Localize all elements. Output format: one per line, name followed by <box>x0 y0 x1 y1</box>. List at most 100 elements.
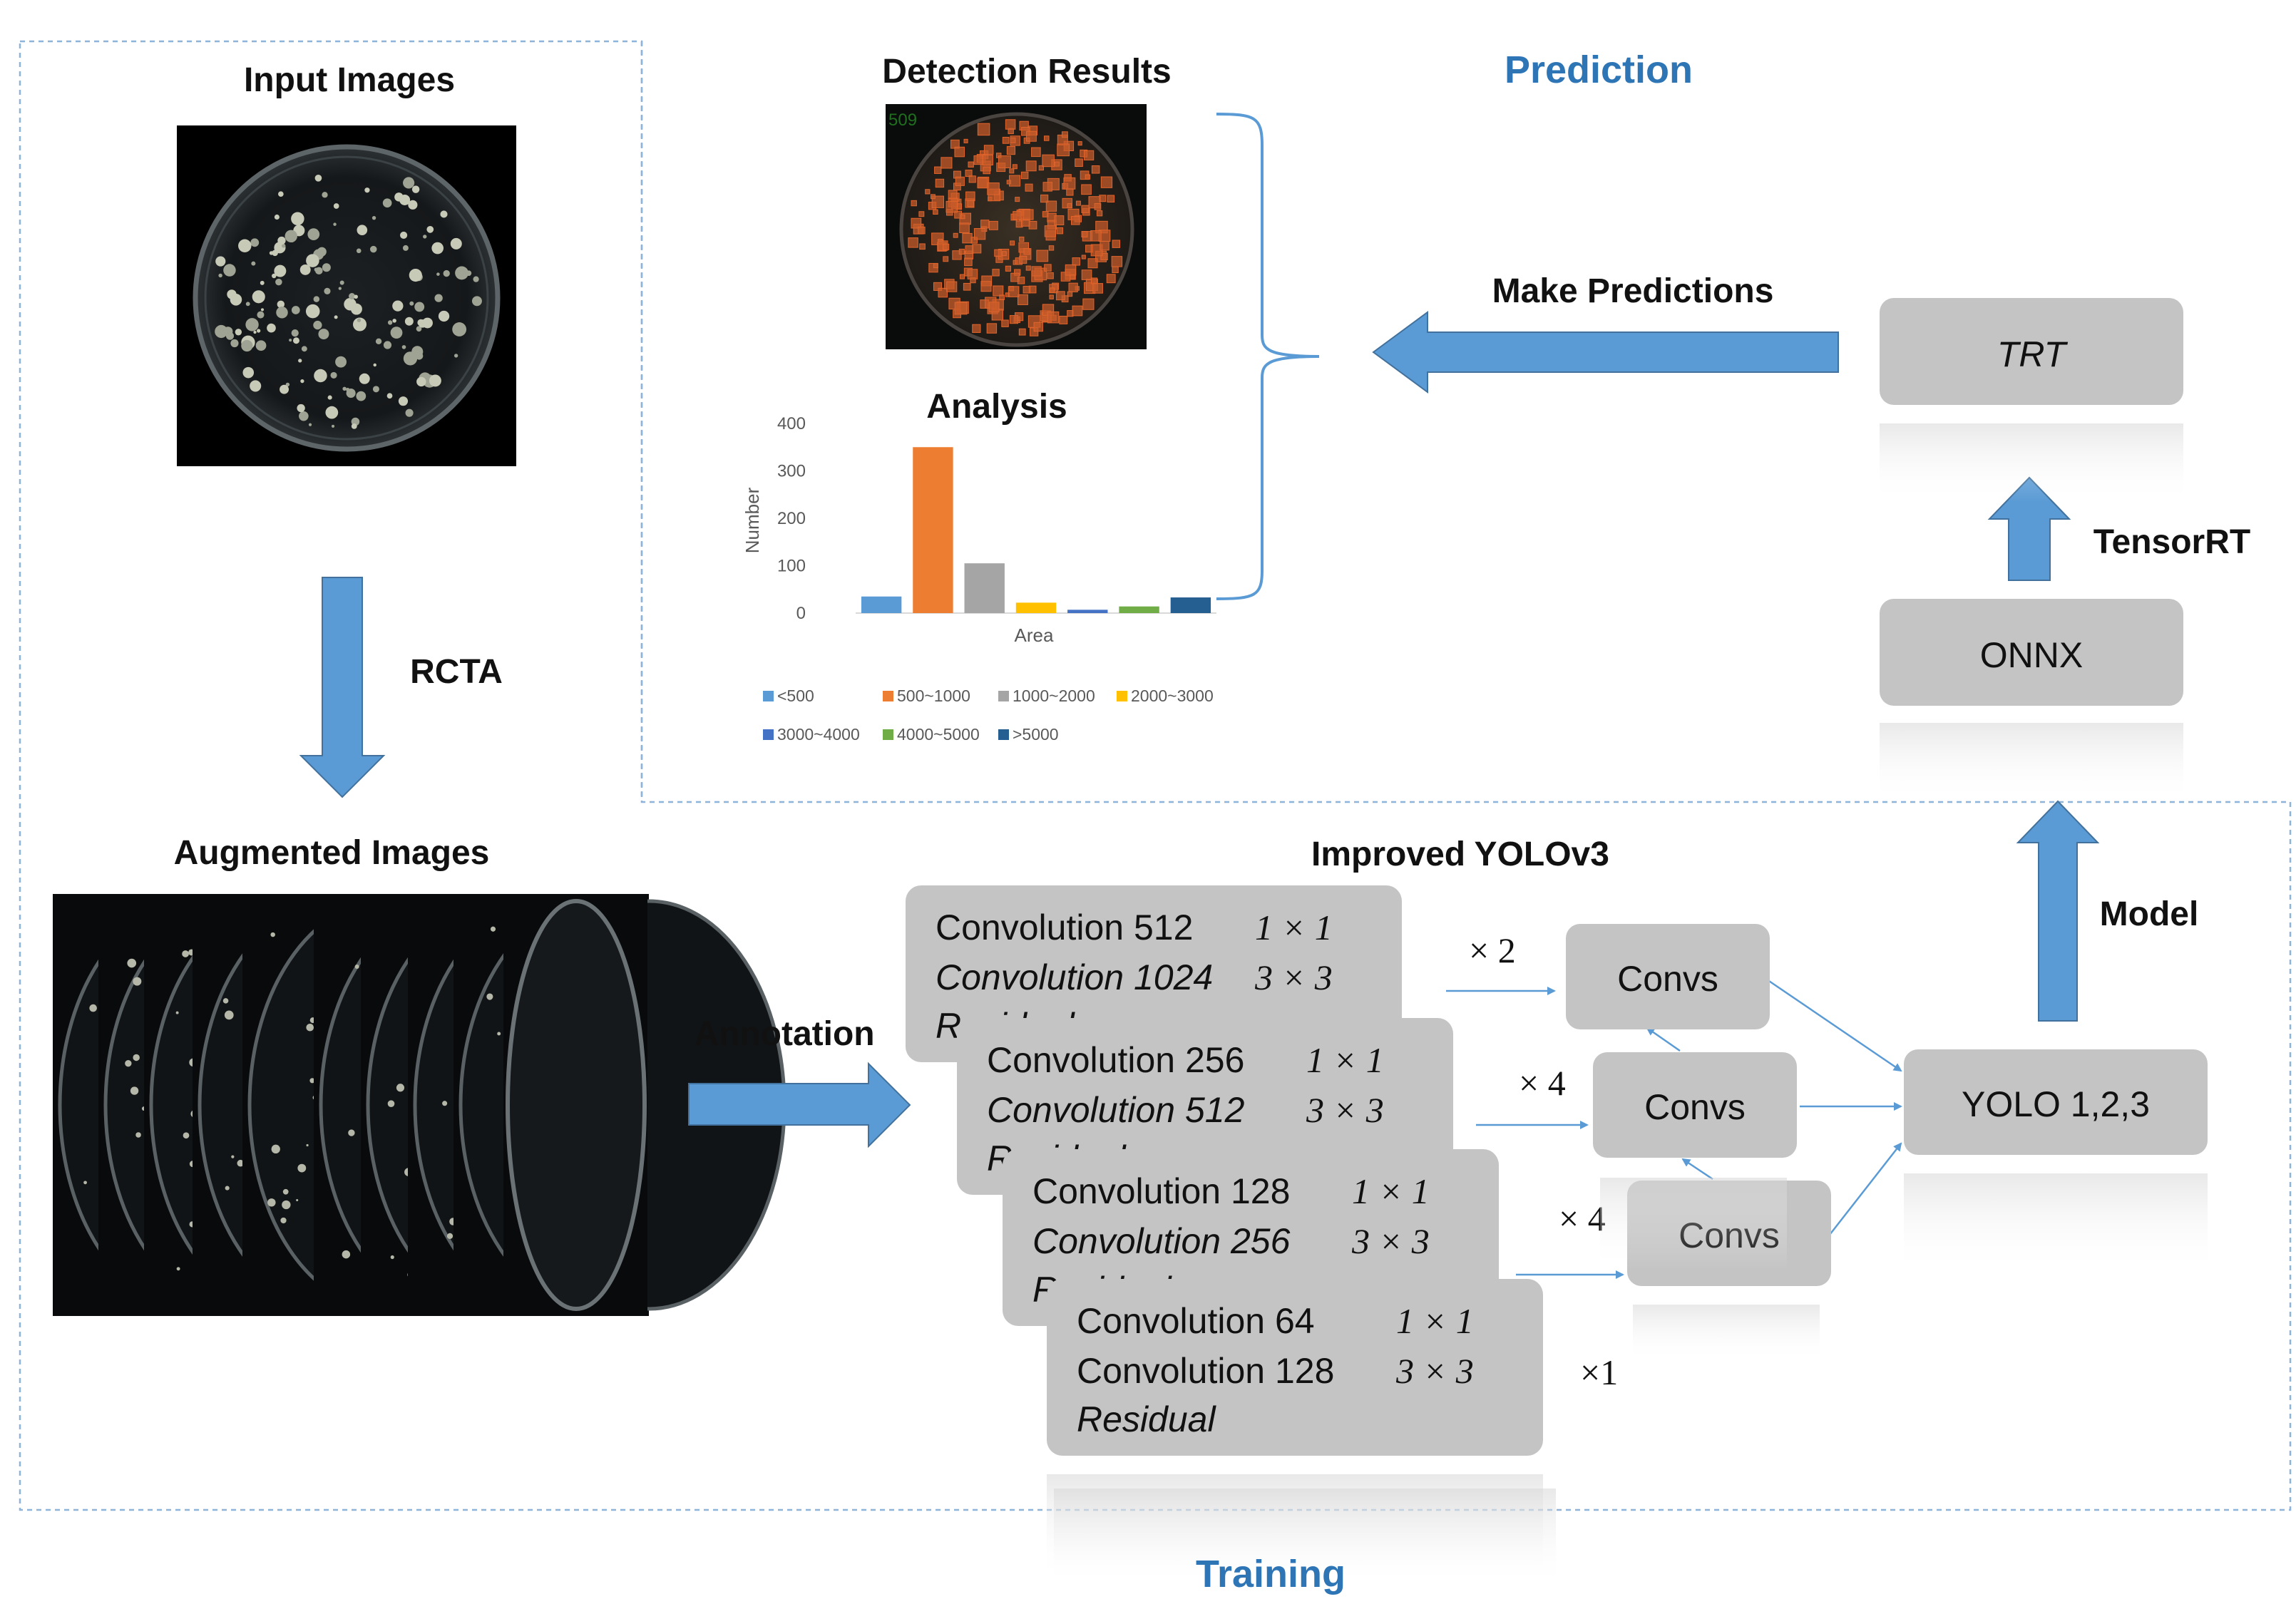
detection-box <box>998 155 1011 168</box>
detection-box <box>918 226 926 235</box>
colony-spot <box>125 1059 132 1067</box>
colony-spot <box>277 236 286 245</box>
detection-box <box>943 256 949 262</box>
colony-spot <box>313 296 320 302</box>
colony-spot <box>349 293 356 300</box>
colony-spot <box>466 270 472 277</box>
colony-spot <box>392 300 404 312</box>
colony-spot <box>242 366 255 379</box>
detection-box <box>1081 231 1088 237</box>
detection-box <box>954 302 968 315</box>
legend-item: 2000~3000 <box>1117 687 1214 705</box>
detection-box <box>967 200 975 207</box>
colony-spot <box>306 1023 314 1032</box>
legend-item: 4000~5000 <box>883 725 980 744</box>
detection-box <box>911 217 922 229</box>
detection-box <box>1096 210 1103 217</box>
conv-1x1-label: Convolution 512 <box>936 908 1193 947</box>
detection-box <box>1009 168 1015 174</box>
detection-box <box>1025 130 1037 142</box>
colony-spot <box>275 278 282 286</box>
detection-box <box>938 287 948 298</box>
detection-box <box>1068 282 1078 292</box>
detection-box <box>1100 240 1109 251</box>
colony-spot <box>277 300 285 309</box>
colony-spot <box>453 354 458 358</box>
colony-spot <box>338 287 342 290</box>
detection-box <box>943 243 950 250</box>
improved-yolov3-title: Improved YOLOv3 <box>1311 836 1609 873</box>
convs-box-reflection <box>1633 1305 1820 1362</box>
detection-box <box>1019 236 1025 242</box>
colony-spot <box>411 185 420 193</box>
detection-box <box>1006 180 1011 185</box>
detection-box <box>1020 171 1029 180</box>
colony-spot <box>416 376 426 387</box>
rcta-label: RCTA <box>410 653 503 691</box>
conv-1x1-label: Convolution 64 <box>1077 1301 1315 1341</box>
kernel-1x1: 1 × 1 <box>1352 1171 1430 1211</box>
detection-box <box>1023 209 1034 220</box>
detection-box <box>954 146 965 158</box>
tensorrt-label: TensorRT <box>2093 523 2250 561</box>
kernel-1x1: 1 × 1 <box>1255 908 1333 947</box>
convs-box-2: Convs <box>1593 1052 1797 1158</box>
detection-box <box>1075 200 1081 206</box>
colony-spot <box>335 356 347 368</box>
colony-spot <box>442 1101 448 1106</box>
colony-spot <box>305 304 320 319</box>
onnx-label: ONNX <box>1980 635 2083 675</box>
colony-spot <box>296 1198 299 1202</box>
colony-spot <box>308 423 312 426</box>
training-heading: Training <box>1196 1553 1346 1595</box>
detection-box <box>1040 194 1049 203</box>
legend-item: <500 <box>763 687 814 705</box>
colony-spot <box>342 386 347 391</box>
colony-spot <box>215 256 226 267</box>
repeat-multiplier: ×1 <box>1580 1352 1618 1392</box>
detection-box <box>1061 131 1068 138</box>
colony-spot <box>369 245 377 253</box>
colony-spot <box>215 324 228 339</box>
colony-spot <box>133 1054 140 1061</box>
detection-box <box>955 176 965 186</box>
detection-box <box>1018 328 1026 336</box>
colony-spot <box>431 242 444 255</box>
connector-arrows <box>1446 977 1902 1279</box>
colony-spot <box>334 315 338 319</box>
legend-item: 500~1000 <box>883 687 970 705</box>
trt-box-reflection <box>1880 423 2183 502</box>
detection-box <box>934 166 942 174</box>
detection-box <box>1001 251 1007 257</box>
detection-box <box>1091 165 1100 174</box>
colony-spot <box>183 1132 190 1139</box>
detection-box <box>1107 195 1115 203</box>
colony-spot <box>327 395 332 400</box>
colony-spot <box>127 958 137 968</box>
detection-box <box>1005 119 1016 130</box>
detection-box <box>1057 143 1070 157</box>
detection-box <box>959 274 965 279</box>
detection-box <box>933 209 938 215</box>
detection-box <box>959 222 970 233</box>
detection-box <box>1002 136 1010 144</box>
colony-spot <box>387 1100 395 1107</box>
colony-spot <box>227 289 237 299</box>
detection-box <box>1100 176 1113 188</box>
results-curly-brace <box>1216 113 1320 600</box>
onnx-box: ONNX <box>1880 599 2183 801</box>
colony-spot <box>291 306 300 314</box>
colony-spot <box>218 273 222 278</box>
conv-1x1-label: Convolution 128 <box>1032 1171 1290 1211</box>
colony-spot <box>285 230 297 243</box>
colony-spot <box>250 238 260 247</box>
colony-spot <box>175 1011 179 1014</box>
legend-item: 3000~4000 <box>763 725 860 744</box>
colony-spot <box>133 977 142 986</box>
detection-box <box>1063 177 1076 190</box>
bar-4000~5000 <box>1119 606 1159 613</box>
detection-box <box>1010 240 1015 246</box>
colony-spot <box>471 296 482 307</box>
detection-box <box>1044 264 1052 272</box>
